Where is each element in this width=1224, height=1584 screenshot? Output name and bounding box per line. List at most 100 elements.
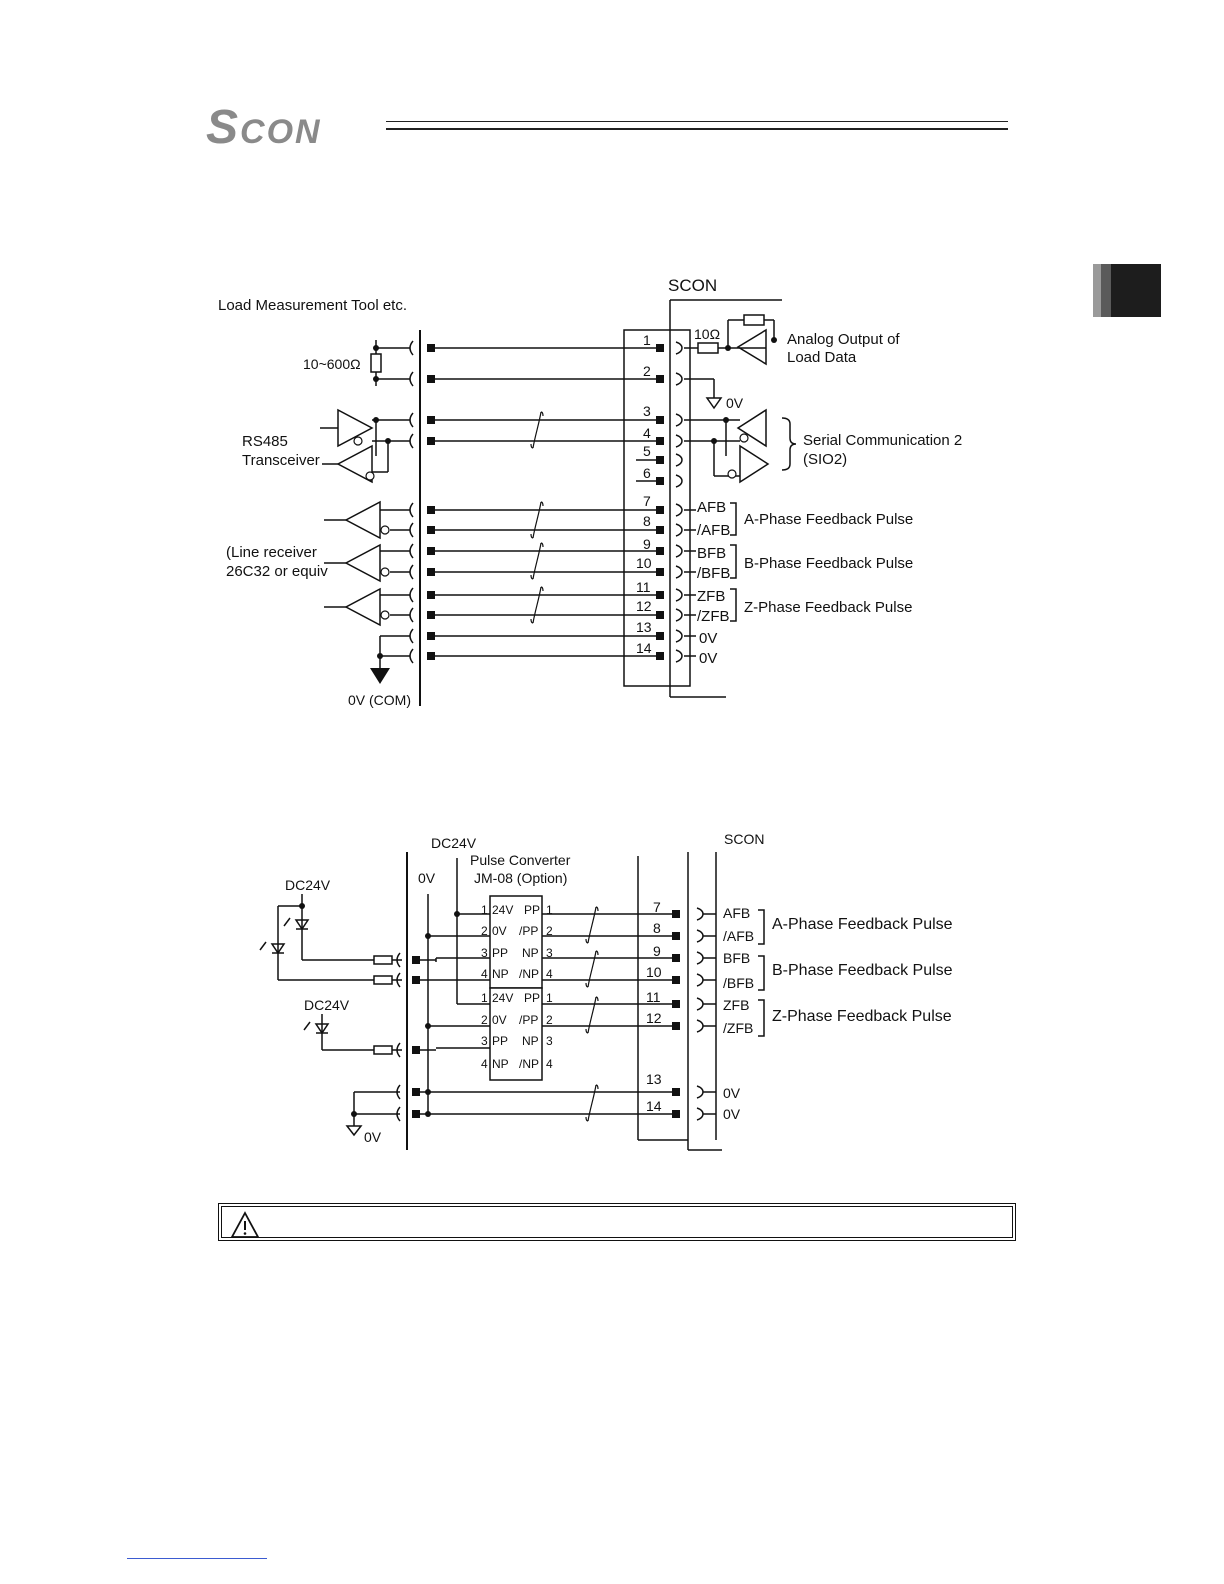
svg-text:1: 1 [643,332,651,348]
svg-text:14: 14 [636,640,652,656]
svg-text:2: 2 [546,924,553,938]
ov-label: 0V [418,870,436,886]
svg-text:B-Phase Feedback Pulse: B-Phase Feedback Pulse [744,555,913,572]
diagram-load-tool: Load Measurement Tool etc. SCON [218,276,962,708]
svg-text:NP: NP [492,1057,509,1071]
svg-text:12: 12 [646,1010,662,1026]
svg-text:3: 3 [643,403,651,419]
svg-text:5: 5 [643,443,651,459]
svg-text:/NP: /NP [519,1057,539,1071]
page-header: SCON [0,0,1224,154]
device-label: Load Measurement Tool etc. [218,297,407,314]
svg-text:0V: 0V [699,630,717,647]
svg-text:/BFB: /BFB [697,565,730,582]
caution-box [218,1203,1016,1241]
footer-link-underline [127,1558,267,1559]
controller-label: SCON [668,276,717,295]
svg-text:A-Phase Feedback Pulse: A-Phase Feedback Pulse [772,916,953,933]
svg-text:24V: 24V [492,991,513,1005]
diagram-pulse-converter: DC24V Pulse Converter JM-08 (Option) 0V … [259,831,953,1151]
svg-text:/ZFB: /ZFB [723,1020,753,1036]
svg-text:3: 3 [481,1034,488,1048]
chapter-tab [1093,264,1161,317]
svg-text:4: 4 [481,967,488,981]
converter-pins: 1 2 3 4 1 2 3 4 24V 0V PP NP 24V 0V PP N… [481,903,553,1071]
header-rule [386,121,1008,122]
svg-text:10: 10 [646,964,662,980]
header-rule-thick [386,128,1008,130]
series-resistor-label: 10Ω [694,326,720,342]
svg-text:2: 2 [481,1013,488,1027]
svg-text:NP: NP [492,967,509,981]
svg-text:AFB: AFB [723,905,750,921]
analog-output-label-2: Load Data [787,349,857,366]
svg-text:1: 1 [546,903,553,917]
svg-text:NP: NP [522,1034,539,1048]
svg-text:3: 3 [546,946,553,960]
svg-text:Z-Phase Feedback Pulse: Z-Phase Feedback Pulse [744,599,912,616]
svg-text:3: 3 [481,946,488,960]
sio2-label: Serial Communication 2 [803,432,962,449]
svg-text:PP: PP [492,1034,508,1048]
svg-text:0V: 0V [723,1106,741,1122]
signal-names-2: AFB /AFB BFB /BFB ZFB /ZFB 0V 0V [723,905,754,1122]
svg-text:PP: PP [524,991,540,1005]
svg-text:ZFB: ZFB [723,997,749,1013]
svg-text:AFB: AFB [697,499,726,516]
svg-text:NP: NP [522,946,539,960]
line-receiver-label: (Line receiver [226,544,317,561]
analog-output-label: Analog Output of [787,331,900,348]
svg-text:/PP: /PP [519,924,538,938]
svg-text:9: 9 [643,536,651,552]
phase-labels-2: A-Phase Feedback Pulse B-Phase Feedback … [772,916,953,1025]
svg-text:13: 13 [646,1071,662,1087]
svg-text:6: 6 [643,465,651,481]
svg-text:1: 1 [546,991,553,1005]
svg-text:11: 11 [636,579,651,595]
svg-text:1: 1 [481,991,488,1005]
rs485-label-2: Transceiver [242,452,320,469]
pin-numbers-2: 7 8 9 10 11 12 13 14 [646,899,662,1114]
svg-text:PP: PP [524,903,540,917]
dc24v-left-label-2: DC24V [304,997,350,1013]
warning-triangle-icon [230,1211,260,1238]
svg-text:/AFB: /AFB [697,522,730,539]
svg-text:PP: PP [492,946,508,960]
svg-text:8: 8 [643,513,651,529]
svg-text:12: 12 [636,598,652,614]
svg-text:4: 4 [546,1057,553,1071]
svg-text:4: 4 [481,1057,488,1071]
svg-text:Z-Phase Feedback Pulse: Z-Phase Feedback Pulse [772,1008,952,1025]
svg-text:/NP: /NP [519,967,539,981]
svg-text:4: 4 [546,967,553,981]
svg-text:0V: 0V [699,650,717,667]
svg-text:8: 8 [653,920,661,936]
svg-text:10: 10 [636,555,652,571]
svg-text:7: 7 [643,493,651,509]
svg-text:0V: 0V [723,1085,741,1101]
resistor-label: 10~600Ω [303,356,361,372]
scon-logo: SCON [206,101,322,154]
converter-label-2: JM-08 (Option) [474,870,567,886]
svg-text:4: 4 [643,425,651,441]
svg-text:7: 7 [653,899,661,915]
svg-text:9: 9 [653,943,661,959]
svg-text:2: 2 [643,363,651,379]
svg-text:2: 2 [546,1013,553,1027]
svg-text:ZFB: ZFB [697,588,725,605]
svg-text:0V: 0V [492,924,507,938]
svg-text:2: 2 [481,924,488,938]
svg-text:/AFB: /AFB [723,928,754,944]
svg-text:A-Phase Feedback Pulse: A-Phase Feedback Pulse [744,511,913,528]
svg-text:BFB: BFB [723,950,750,966]
svg-text:11: 11 [646,989,661,1005]
svg-text:/BFB: /BFB [723,975,754,991]
converter-label: Pulse Converter [470,852,571,868]
ground-0v-label: 0V [726,395,744,411]
com-label: 0V (COM) [348,692,411,708]
svg-text:3: 3 [546,1034,553,1048]
controller-label-2: SCON [724,831,764,847]
ground-label: 0V [364,1129,382,1145]
sio2-label-2: (SIO2) [803,451,847,468]
dc24v-top-label: DC24V [431,835,477,851]
